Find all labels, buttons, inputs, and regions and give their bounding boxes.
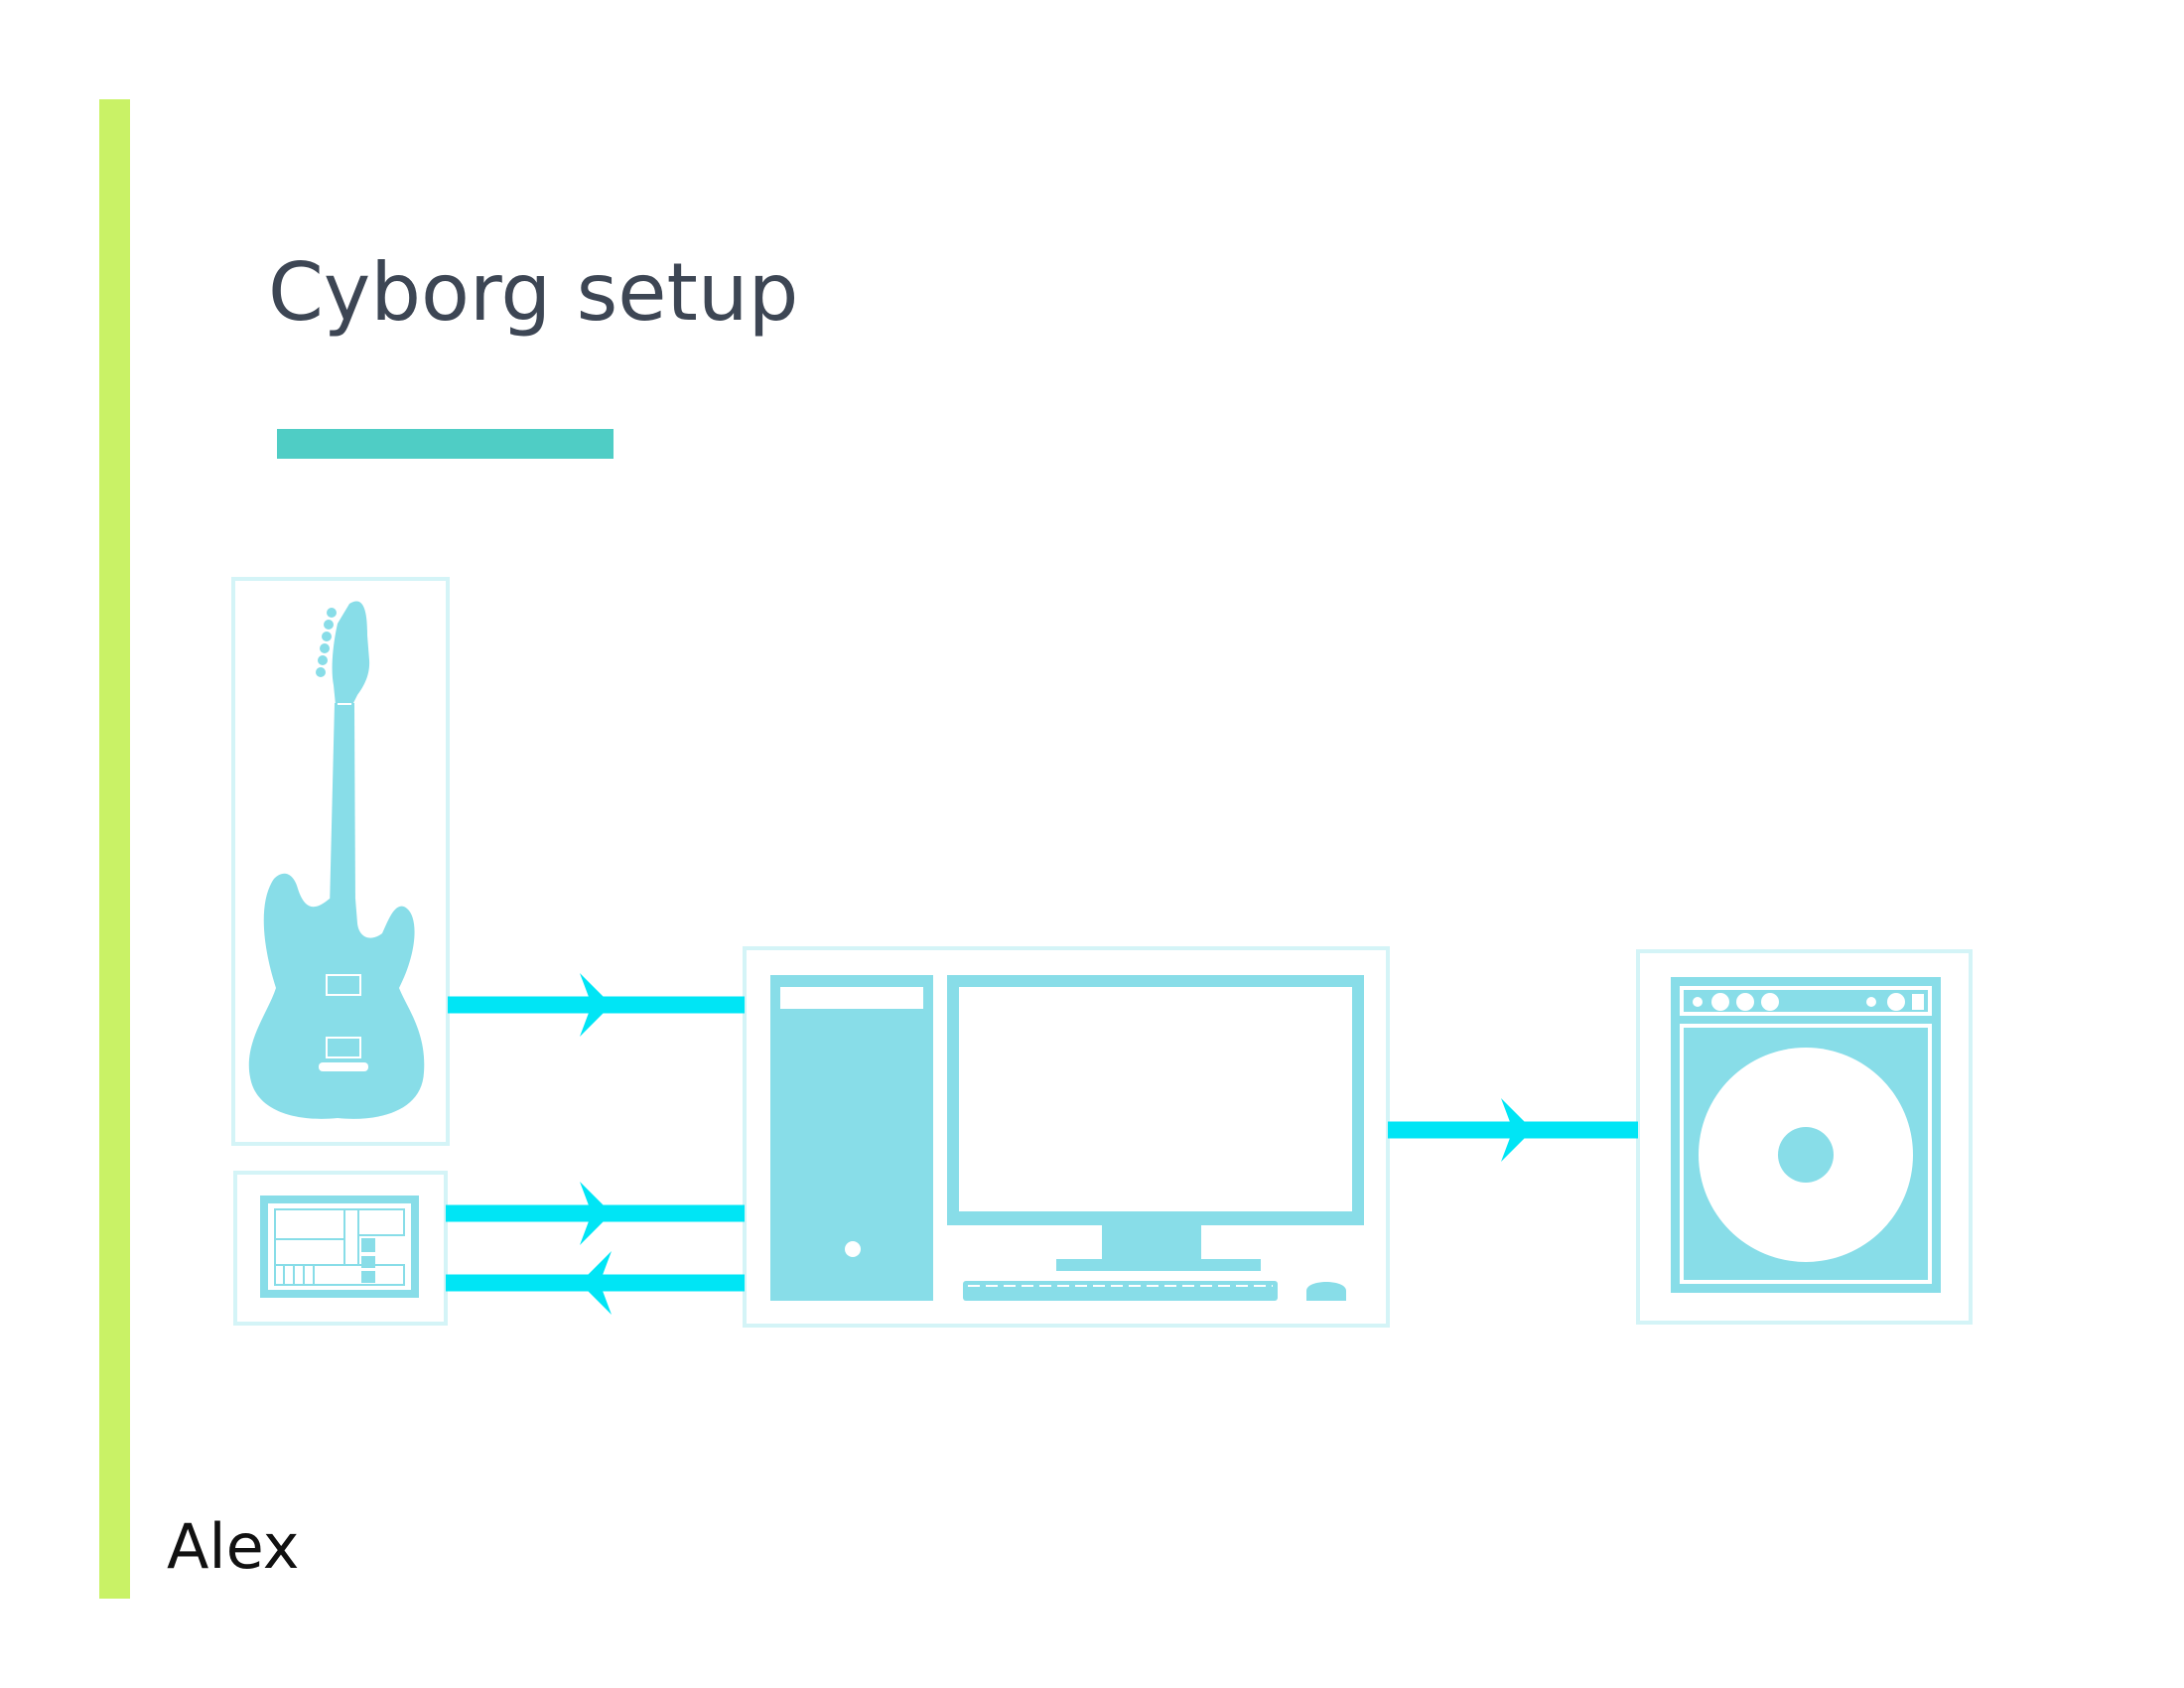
arrow-right-icon [580,973,612,1037]
arrow-left-icon [580,1251,612,1315]
connector-computer-to-controller [446,1251,745,1315]
controller-node [233,1171,448,1326]
computer-node [743,946,1390,1328]
desktop-computer-icon [770,975,1364,1301]
connector-computer-to-amplifier [1388,1098,1638,1162]
electric-guitar-icon [248,601,425,1119]
arrow-right-icon [1501,1098,1533,1162]
accent-bar [99,99,130,1599]
slide-title: Cyborg setup [268,246,799,339]
connector-controller-to-computer [446,1182,745,1245]
amplifier-node [1636,949,1973,1325]
author-name: Alex [167,1510,300,1583]
connector-guitar-to-computer [448,973,745,1037]
title-underline [277,429,614,459]
guitar-node [231,577,450,1146]
arrow-right-icon [580,1182,612,1245]
guitar-amplifier-icon [1671,977,1941,1293]
midi-controller-icon [260,1196,419,1298]
